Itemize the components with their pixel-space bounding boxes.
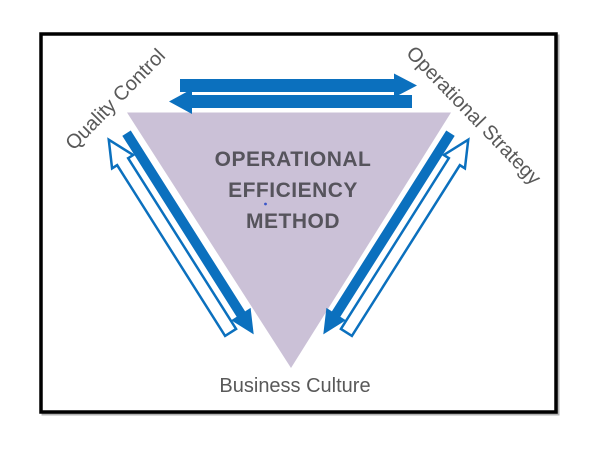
arrow-up-outline-icon bbox=[339, 137, 470, 338]
arrow-left-icon bbox=[169, 89, 412, 114]
stray-blue-dot bbox=[264, 202, 267, 206]
arrow-right-icon bbox=[180, 73, 417, 98]
center-title-line-3: METHOD bbox=[246, 210, 340, 233]
label-business-culture: Business Culture bbox=[219, 375, 370, 397]
arrow-down-solid-icon bbox=[323, 130, 455, 335]
top-double-arrow bbox=[169, 73, 417, 114]
right-edge-arrows bbox=[323, 130, 470, 338]
arrow-up-outline-icon bbox=[107, 137, 238, 338]
left-edge-arrows bbox=[107, 130, 254, 338]
inverted-triangle bbox=[127, 112, 451, 368]
center-title-line-1: OPERATIONAL bbox=[215, 148, 372, 171]
arrow-down-solid-icon bbox=[122, 130, 254, 335]
center-title-line-2: EFFICIENCY bbox=[228, 179, 358, 202]
